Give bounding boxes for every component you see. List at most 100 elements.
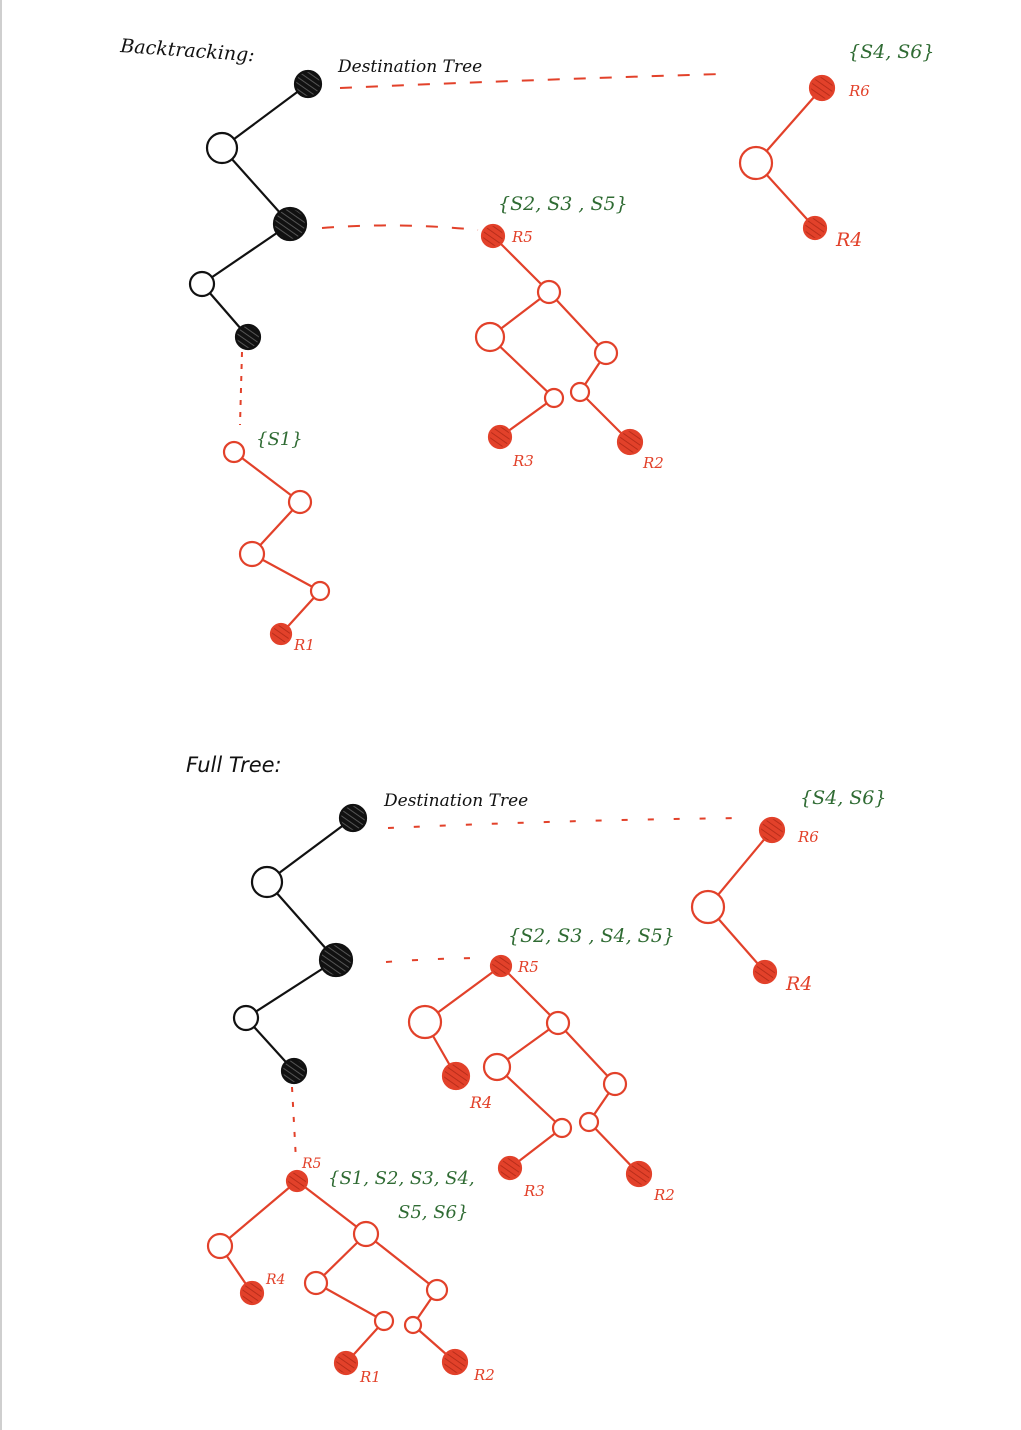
full-tree-destination-tree [232,803,368,1085]
set-label-bottom-line2: S5, S6} [398,1202,468,1223]
router-node [441,1061,471,1091]
tree-node [545,1010,571,1036]
tree-node [569,381,591,403]
tree-edge [221,83,309,149]
tree-node [373,1310,395,1332]
tree-edge [296,1180,367,1235]
tree-node [543,387,565,409]
router-label-r1: R1 [359,1368,381,1386]
full-tree-heading: Full Tree: [186,753,282,777]
tree-node [602,1071,628,1097]
tree-edge [315,1282,385,1322]
tree-node [232,1004,260,1032]
tree-edge [557,1022,616,1085]
tree-node [690,889,726,925]
tree-node [222,440,246,464]
connector-dashed-line [339,73,723,89]
tree-edge [233,451,301,503]
full-tree-subtree-top [690,816,786,985]
router-node [318,942,354,978]
router-node [487,424,513,450]
backtracking-subtree-middle [474,223,644,456]
full-tree-subtree-bottom [206,1169,469,1376]
router-node [758,816,786,844]
tree-edge [219,1180,298,1247]
tree-node [287,489,313,515]
connector-dashed-line [291,1086,297,1161]
set-label-bottom: {S1} [256,429,303,450]
router-node [333,1350,359,1376]
router-node [625,1160,653,1188]
connector-dashed-line [385,957,489,963]
tree-node [482,1052,512,1082]
destination-root-node [293,69,323,99]
router-label-r2: R2 [642,454,664,472]
tree-edge [496,1066,563,1129]
tree-node [238,540,266,568]
tree-node [205,131,239,165]
backtracking-subtree-top [738,74,836,241]
connector-dashed-line [239,351,243,426]
tree-edge [365,1233,438,1291]
router-node [234,323,262,351]
tree-edge [245,959,337,1019]
set-label-middle: {S2, S3 , S5} [498,193,628,215]
router-node [616,428,644,456]
full-tree-section: Full Tree: Destination Tree [186,753,886,1386]
router-node [239,1280,265,1306]
set-label-middle: {S2, S3 , S4, S5} [508,925,675,947]
router-label-r3: R3 [512,452,534,470]
router-label-r2-bottom: R2 [473,1366,495,1384]
router-node [752,959,778,985]
router-node [280,1057,308,1085]
backtracking-connectors [239,73,723,426]
router-node [441,1348,469,1376]
tree-node [551,1117,573,1139]
backtracking-section: Backtracking: Destination Tree [119,35,935,654]
connector-dashed-line [321,224,479,231]
router-node [285,1169,309,1193]
set-label-bottom-line1: {S1, S2, S3, S4, [328,1168,475,1189]
router-label-r5: R5 [517,958,539,976]
router-node [808,74,836,102]
tree-node [309,580,331,602]
tree-node [407,1004,443,1040]
router-node [497,1155,523,1181]
tree-node [593,340,619,366]
tree-node [303,1270,329,1296]
router-node [272,206,308,242]
router-label-r6: R6 [797,828,819,846]
tree-node [425,1278,449,1302]
router-label-r3: R3 [523,1182,545,1200]
tree-node [250,865,284,899]
router-label-r1: R1 [293,636,315,654]
page-edge [0,0,2,1430]
connector-dashed-line [387,817,749,829]
router-label-r5-bottom: R5 [301,1156,322,1172]
router-node [489,954,513,978]
tree-node [738,145,774,181]
router-label-r4: R4 [835,229,862,251]
router-label-r4: R4 [785,973,812,995]
tree-node [474,321,506,353]
destination-root-node [338,803,368,833]
tree-node [536,279,562,305]
tree-node [403,1315,423,1335]
router-node [480,223,506,249]
set-label-top: {S4, S6} [800,787,886,809]
router-label-r2-middle: R2 [653,1186,675,1204]
router-node [802,215,828,241]
destination-tree-label: Destination Tree [337,57,482,77]
tree-edge [492,235,550,293]
destination-tree-label: Destination Tree [383,791,528,811]
tree-node [578,1111,600,1133]
full-tree-connectors [291,817,749,1161]
tree-edge [548,291,607,354]
tree-node [352,1220,380,1248]
router-label-r4-bottom: R4 [265,1272,285,1288]
router-node [269,622,293,646]
tree-edge [266,881,337,961]
full-tree-subtree-middle [407,954,653,1188]
